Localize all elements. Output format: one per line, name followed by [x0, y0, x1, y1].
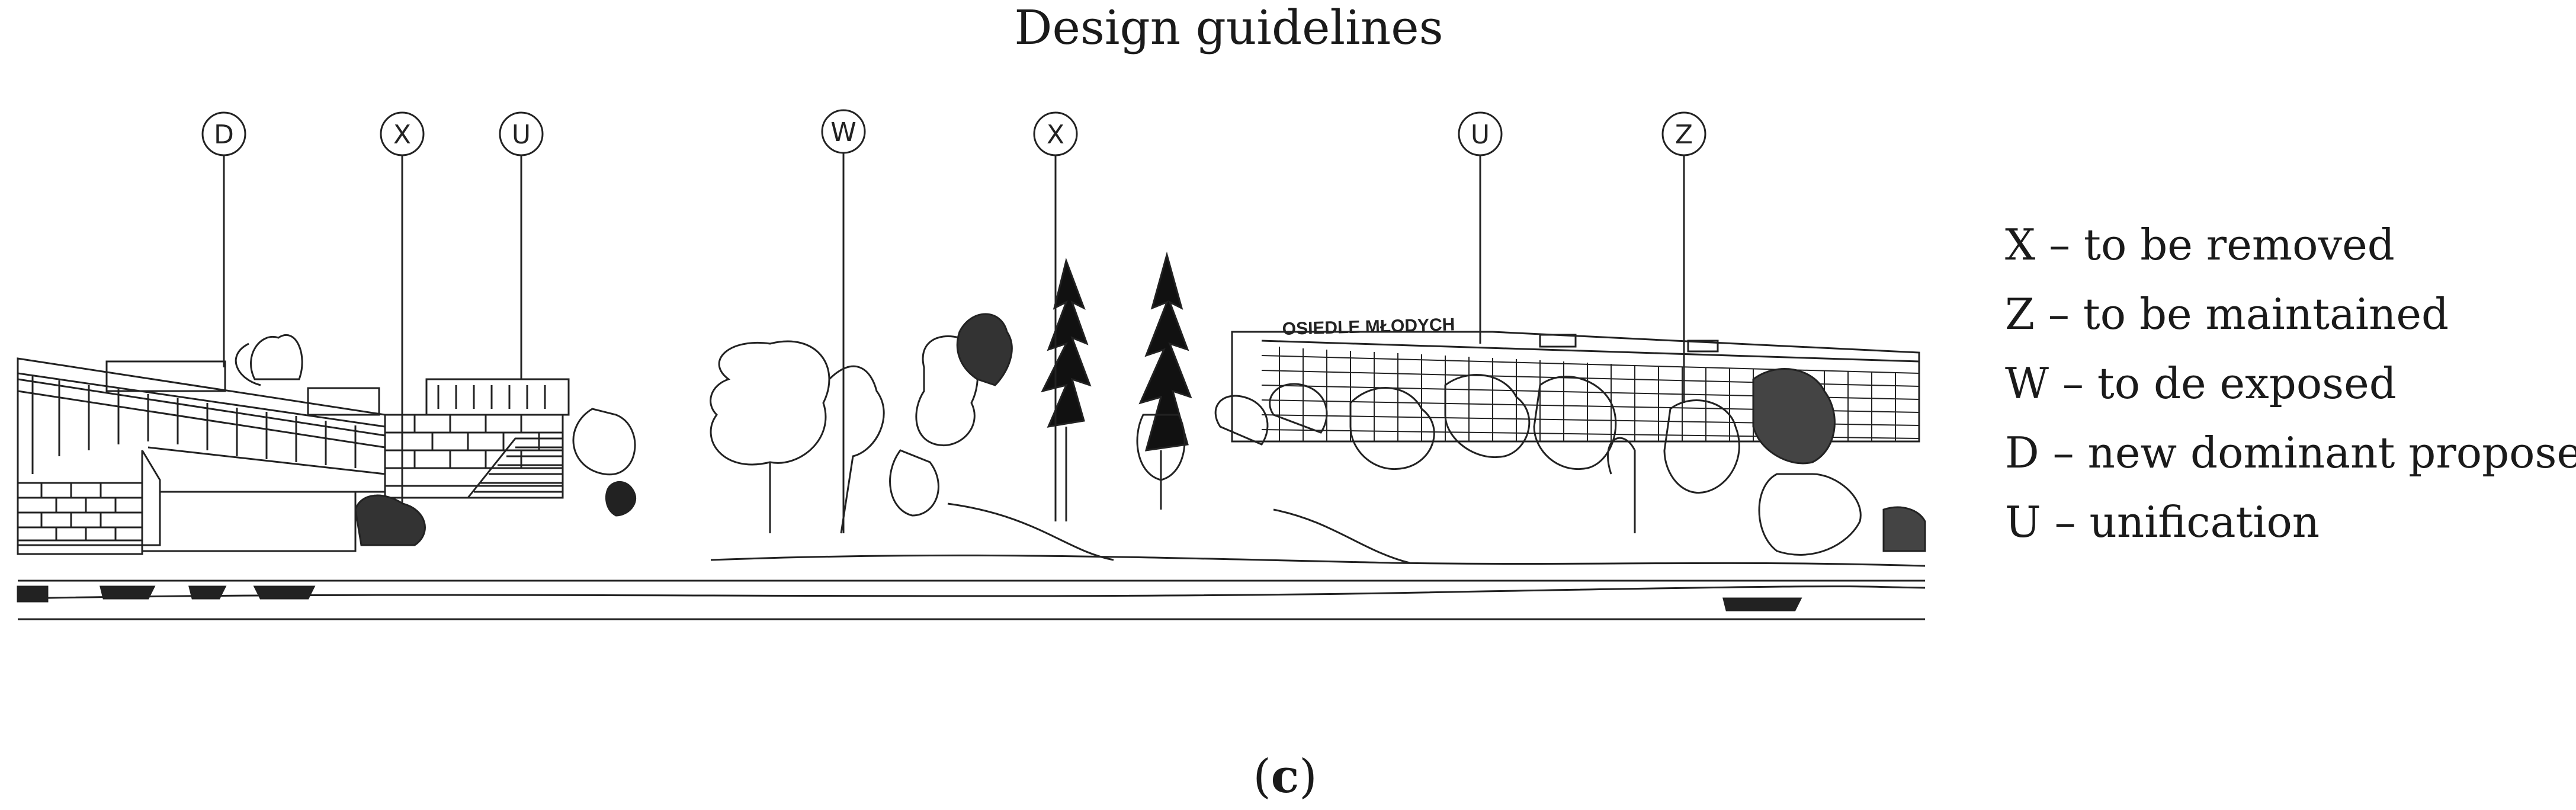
caption-letter: c	[1271, 750, 1300, 803]
marker-U-left: U	[499, 111, 544, 156]
caption-open-paren: (	[1253, 750, 1271, 803]
legend: X – to be removed Z – to be maintained W…	[2005, 210, 2576, 557]
stone-wall-and-stairs	[384, 414, 564, 499]
legend-item-unification: U – unification	[2005, 497, 2320, 547]
marker-label: U	[1471, 120, 1490, 150]
marker-label: U	[512, 120, 531, 150]
diagram-title: Design guidelines	[1014, 0, 1443, 55]
figure-caption: (c)	[0, 750, 2573, 803]
marker-X-left: X	[380, 111, 425, 156]
marker-Z: Z	[1661, 111, 1706, 156]
apartment-block	[1231, 331, 1920, 443]
legend-item-removed: X – to be removed	[2005, 220, 2395, 270]
brick-wall	[17, 482, 143, 555]
marker-X-center: X	[1033, 111, 1078, 156]
marker-label: W	[830, 117, 856, 148]
caption-close-paren: )	[1299, 750, 1317, 803]
ground-lines	[17, 502, 1926, 620]
trees	[17, 251, 1926, 611]
legend-item-maintained: Z – to be maintained	[2005, 289, 2449, 339]
background-buildings	[105, 360, 570, 416]
marker-label: D	[214, 120, 234, 150]
marker-label: Z	[1675, 120, 1693, 150]
marker-D: D	[201, 111, 246, 156]
legend-item-exposed: W – to de exposed	[2005, 358, 2397, 408]
marker-U-right: U	[1458, 111, 1503, 156]
marker-label: X	[1047, 120, 1064, 150]
marker-poles	[223, 153, 1685, 533]
marker-W: W	[821, 109, 866, 154]
legend-item-new-dominant: D – new dominant proposed	[2005, 428, 2576, 478]
building-sign: OSIEDLE MŁODYCH	[1282, 315, 1455, 339]
marker-label: X	[393, 120, 411, 150]
